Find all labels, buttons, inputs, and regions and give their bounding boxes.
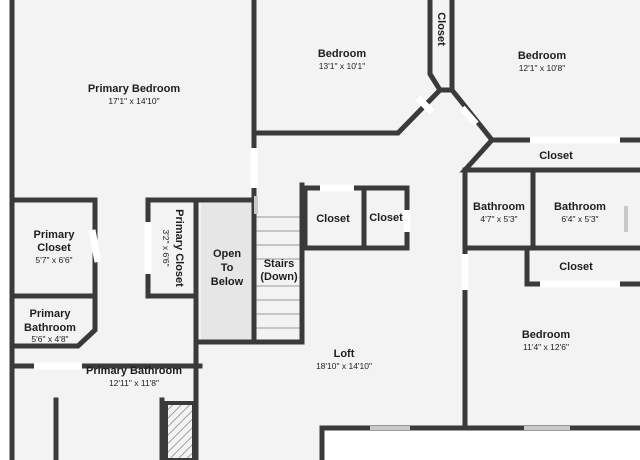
closet-top-label: Closet [435,12,447,46]
closet-mid-2-label: Closet [369,212,403,224]
primary-bathroom-label: Primary Bathroom [86,365,182,377]
primary-bathroom-small-label-1: Primary [30,308,72,320]
primary-bedroom-label: Primary Bedroom [88,83,181,95]
primary-bedroom-dims: 17'1" x 14'10" [108,96,159,106]
primary-bathroom-dims: 12'11" x 11'8" [109,378,159,388]
loft-dims: 18'10" x 14'10" [316,361,372,371]
primary-bathroom-small-label-2: Bathroom [24,322,76,334]
bedroom-3-label: Bedroom [522,329,571,341]
bathroom-2-label: Bathroom [554,201,606,213]
floor-area [12,0,640,460]
bedroom-2-label: Bedroom [518,50,567,62]
stair-treads [256,216,302,329]
closet-right-label: Closet [539,150,573,162]
bathroom-1-label: Bathroom [473,201,525,213]
closet-mid-1-label: Closet [316,213,350,225]
bedroom-1-dims: 13'1" x 10'1" [319,61,366,71]
bedroom-1-label: Bedroom [318,48,367,60]
bathroom-1-dims: 4'7" x 5'3" [480,214,517,224]
bedroom-3-dims: 11'4" x 12'6" [523,342,569,352]
stairs-label-2: (Down) [260,271,298,283]
stairs-label-1: Stairs [264,258,295,270]
windows [254,196,628,430]
primary-closet-vertical-label: Primary Closet [173,209,185,287]
loft-label: Loft [334,348,355,360]
primary-closet-left-label-2: Closet [37,242,71,254]
open-to-below-area [201,203,254,342]
primary-closet-vertical-dims: 3'2" x 6'6" [161,229,171,266]
bedroom-2-dims: 12'1" x 10'8" [519,63,566,73]
primary-closet-left-label-1: Primary [34,229,76,241]
open-to-below-label-2: To [221,262,234,274]
room-labels: Primary Bedroom 17'1" x 14'10" Bedroom 1… [24,12,606,388]
bathroom-2-dims: 6'4" x 5'3" [561,214,598,224]
hatched-block [164,401,196,460]
open-to-below-label-3: Below [211,276,244,288]
open-to-below-label-1: Open [213,248,241,260]
door-openings [34,95,620,370]
closet-lower-right-label: Closet [559,261,593,273]
primary-closet-left-dims: 5'7" x 6'6" [35,255,72,265]
primary-bathroom-small-dims: 5'6" x 4'8" [31,334,68,344]
